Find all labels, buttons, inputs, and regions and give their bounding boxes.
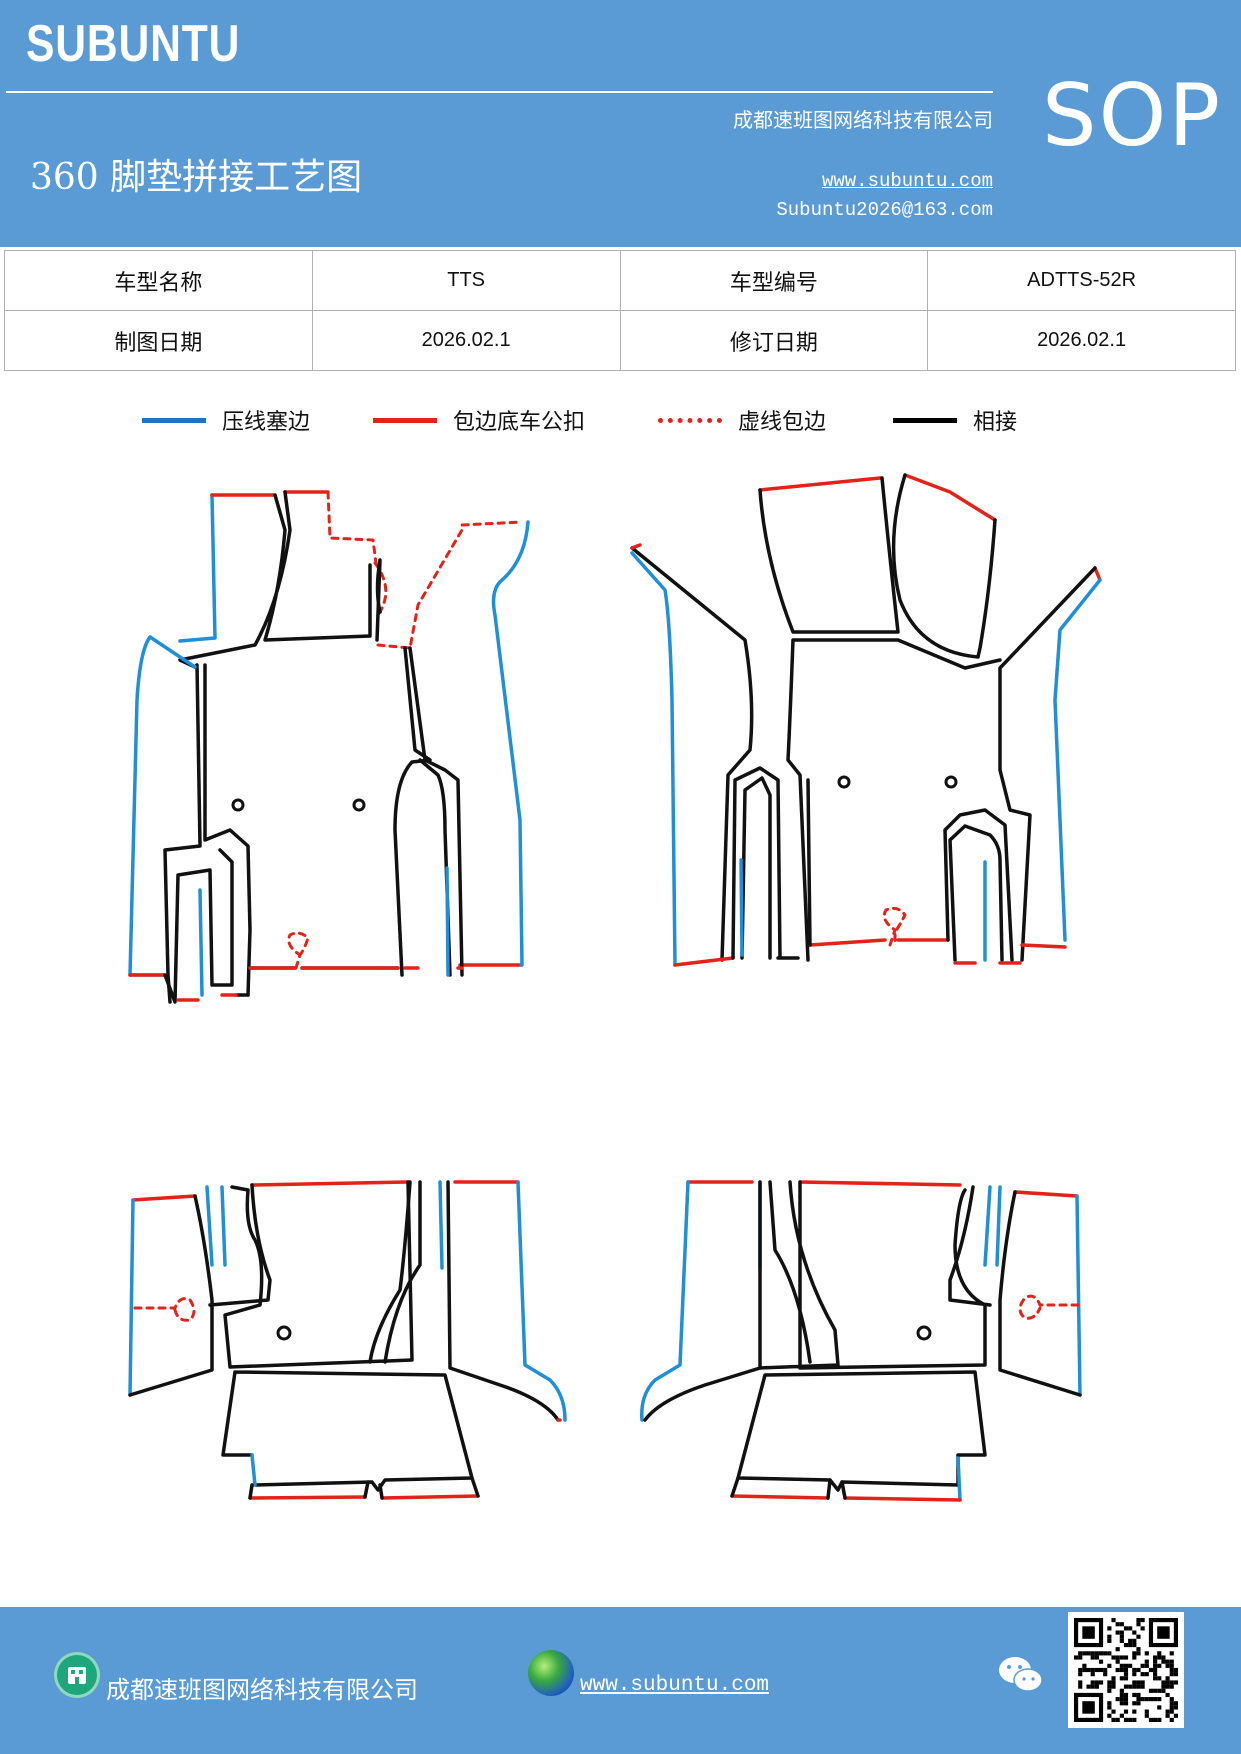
revision-date-label: 修订日期 (619, 310, 929, 371)
legend-label: 相接 (973, 410, 1018, 435)
fixing-hole (837, 775, 851, 789)
model-name-value: TTS (311, 250, 621, 311)
legend-swatch-blue (142, 417, 206, 423)
qr-code-pattern (1074, 1618, 1178, 1722)
brand-logo: SUBUNTU (26, 15, 241, 73)
legend-label: 包边底车公扣 (453, 410, 586, 435)
sop-badge: SOP (1042, 66, 1223, 166)
floor-mat-diagram (128, 473, 1102, 1502)
legend-swatch-red-dotted (658, 417, 722, 423)
legend-swatch-red (373, 417, 437, 423)
info-table: 车型名称 TTS 车型编号 ADTTS-52R 制图日期 2026.02.1 修… (4, 250, 1236, 371)
legend-item-join: 相接 (893, 400, 1017, 440)
footer-company: 成都速班图网络科技有限公司 (106, 1676, 418, 1704)
fixing-hole (276, 1325, 292, 1341)
draw-date-value: 2026.02.1 (311, 310, 621, 371)
header-company: 成都速班图网络科技有限公司 (733, 108, 993, 132)
header-website-link[interactable]: www.subuntu.com (821, 170, 993, 192)
front-left-mat (128, 490, 530, 1004)
front-right-mat (630, 473, 1102, 967)
fixing-hole (944, 775, 958, 789)
building-icon (54, 1652, 100, 1698)
page-title: 360 脚垫拼接工艺图 (30, 157, 363, 198)
header-banner (0, 0, 1241, 247)
legend-label: 压线塞边 (222, 410, 311, 435)
legend-item-binding: 包边底车公扣 (373, 400, 585, 440)
model-name-label: 车型名称 (4, 250, 313, 311)
fixing-hole (916, 1325, 932, 1341)
rear-right-mat (640, 1180, 1082, 1502)
rear-left-mat (128, 1180, 567, 1500)
qr-code[interactable] (1068, 1612, 1184, 1728)
table-row: 制图日期 2026.02.1 修订日期 2026.02.1 (4, 310, 1236, 371)
header-divider (6, 91, 993, 93)
wechat-icon[interactable] (996, 1652, 1046, 1698)
legend-item-dotted: 虚线包边 (658, 400, 826, 440)
model-code-value: ADTTS-52R (927, 250, 1236, 311)
table-row: 车型名称 TTS 车型编号 ADTTS-52R (4, 250, 1236, 311)
revision-date-value: 2026.02.1 (927, 310, 1236, 371)
legend-label: 虚线包边 (738, 410, 827, 435)
draw-date-label: 制图日期 (4, 310, 313, 371)
model-code-label: 车型编号 (619, 250, 929, 311)
globe-icon (528, 1650, 574, 1696)
legend-swatch-black (893, 417, 957, 423)
header-email: Subuntu2026@163.com (776, 199, 993, 221)
fixing-hole (231, 798, 245, 812)
fixing-hole (352, 798, 366, 812)
footer-website-link[interactable]: www.subuntu.com (580, 1674, 770, 1697)
legend-item-pressline: 压线塞边 (142, 400, 310, 440)
